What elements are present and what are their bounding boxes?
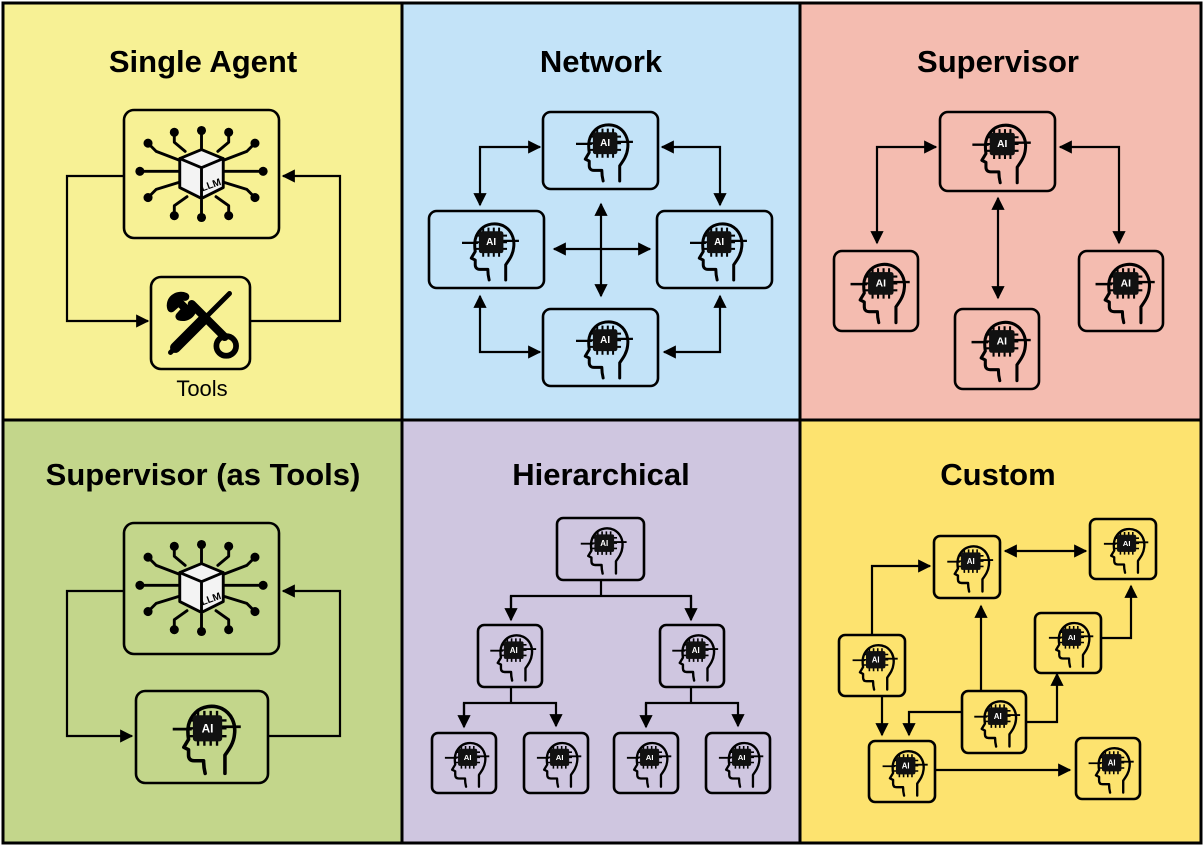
network-edge — [660, 140, 727, 207]
supervisor-edge — [870, 140, 938, 245]
hierarchical-title: Hierarchical — [512, 457, 690, 492]
agent-box — [832, 249, 920, 333]
agent-node: AI — [427, 209, 546, 290]
network-edge — [473, 294, 542, 359]
chip-label: AI — [967, 557, 975, 566]
llm-to-tools-arrow — [65, 174, 150, 328]
agent-node: AI — [832, 249, 920, 333]
single-agent-title: Single Agent — [109, 44, 297, 79]
chip-label: AI — [202, 722, 214, 736]
llm-box — [122, 108, 281, 240]
agent-box — [938, 110, 1057, 193]
network-diagram: AI AI AI AI — [427, 110, 774, 388]
chip-label: AI — [902, 761, 910, 770]
hierarchical-diagram: AI AI AI AI AI AI AI — [430, 516, 772, 795]
chip-label: AI — [510, 646, 518, 655]
agent-box — [1033, 611, 1103, 675]
tools-label: Tools — [176, 376, 227, 401]
chip-label: AI — [1108, 758, 1116, 767]
agent-node: AI — [655, 209, 774, 290]
chip-label: AI — [600, 539, 608, 548]
agent-node: AI — [430, 731, 498, 795]
chip-label: AI — [997, 336, 1007, 347]
agent-node: AI — [938, 110, 1057, 193]
custom-panel — [798, 418, 1203, 845]
network-edge — [662, 294, 727, 359]
agent-box — [1088, 517, 1158, 581]
chip-label: AI — [714, 237, 724, 248]
llm-box — [122, 521, 281, 656]
custom-edge — [1100, 584, 1138, 640]
network-title: Network — [540, 44, 663, 79]
agent-box — [1077, 249, 1165, 333]
agent-box — [932, 534, 1002, 600]
agent-box — [655, 209, 774, 290]
agent-box — [867, 739, 937, 804]
agent-node: AI — [1088, 517, 1158, 581]
chip-label: AI — [876, 278, 886, 289]
chip-label: AI — [486, 237, 496, 248]
agent-box — [522, 731, 590, 795]
supervisor-diagram: AI AI AI AI — [832, 110, 1165, 391]
agent-node: AI — [612, 731, 680, 795]
custom-title: Custom — [940, 457, 1055, 492]
agent-box — [953, 307, 1041, 391]
chip-label: AI — [692, 646, 700, 655]
custom-edge — [1026, 672, 1064, 724]
agent-box — [541, 307, 660, 388]
agent-box — [541, 110, 660, 191]
chip-label: AI — [872, 655, 880, 664]
tools-to-llm-arrow — [250, 169, 342, 323]
chip-label: AI — [994, 712, 1002, 721]
chip-label: AI — [1068, 633, 1076, 642]
agent-box — [612, 731, 680, 795]
chip-label: AI — [556, 753, 564, 762]
agent-node: AI — [1074, 736, 1142, 801]
agent-node: AI — [932, 534, 1002, 600]
hierarchical-panel — [400, 418, 802, 845]
supervisor-title: Supervisor — [917, 44, 1079, 79]
agent-node: AI — [953, 307, 1041, 391]
custom-edge — [870, 559, 932, 635]
custom-diagram: AI AI AI AI AI AI AI — [837, 517, 1158, 804]
llm-to-agent-arrow — [65, 589, 134, 743]
agent-node: AI — [1077, 249, 1165, 333]
single-agent-diagram: LLM Tools — [65, 108, 342, 401]
supervisor-edge — [1058, 140, 1126, 245]
agent-box — [1074, 736, 1142, 801]
chip-label: AI — [600, 138, 610, 149]
agent-node: AI — [522, 731, 590, 795]
chip-label: AI — [997, 139, 1007, 150]
agent-node: AI — [541, 307, 660, 388]
supervisor-tools-diagram: LLM AI — [65, 521, 342, 785]
agent-node: AI — [541, 110, 660, 191]
agent-to-llm-arrow — [268, 584, 342, 738]
chip-label: AI — [1121, 278, 1131, 289]
chip-label: AI — [464, 753, 472, 762]
agent-node: AI — [867, 739, 937, 804]
chip-label: AI — [1123, 539, 1131, 548]
chip-label: AI — [738, 753, 746, 762]
agent-node: AI — [704, 731, 772, 795]
tools-box — [149, 275, 252, 371]
agent-box — [427, 209, 546, 290]
chip-label: AI — [646, 753, 654, 762]
chip-label: AI — [600, 335, 610, 346]
supervisor-tools-title: Supervisor (as Tools) — [46, 457, 361, 492]
agent-box — [704, 731, 772, 795]
network-edge — [473, 140, 542, 207]
agent-box — [430, 731, 498, 795]
custom-edge — [902, 710, 962, 737]
agent-node: AI — [1033, 611, 1103, 675]
